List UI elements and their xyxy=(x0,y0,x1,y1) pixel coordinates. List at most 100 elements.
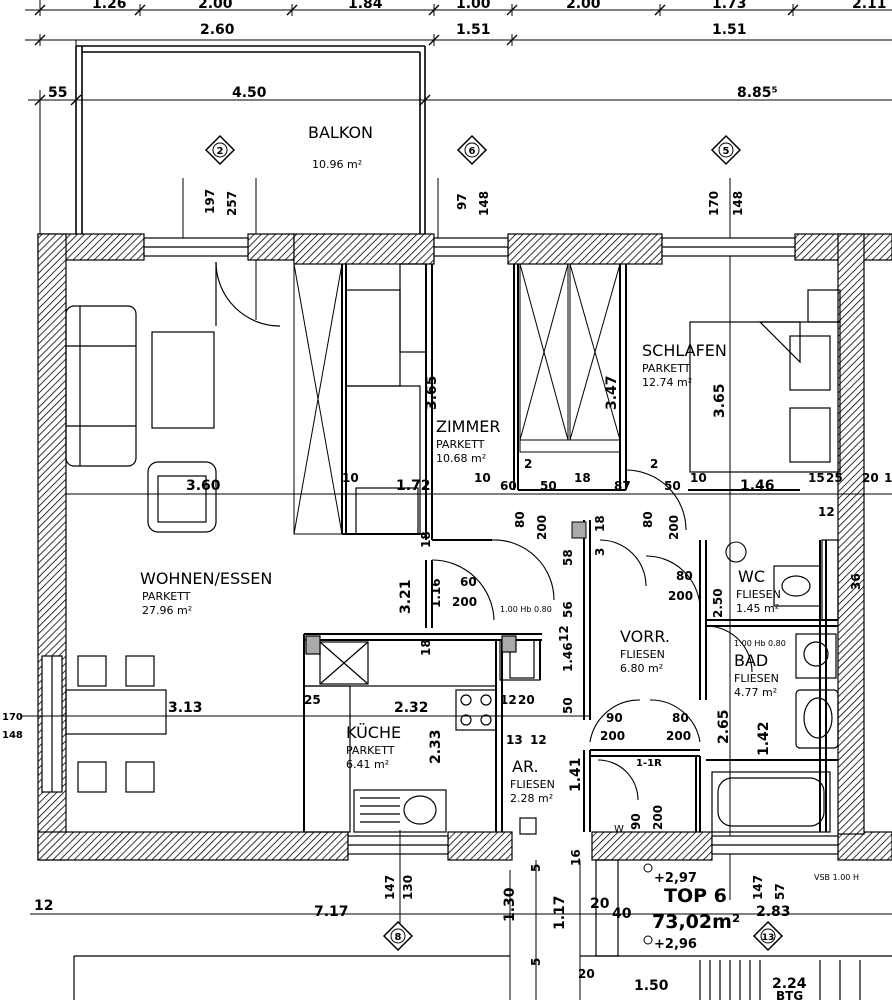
balkon-area: 10.96 m² xyxy=(312,158,362,171)
dim: 200 xyxy=(600,729,625,743)
dim: 18 xyxy=(574,471,591,485)
note: 1.00 Hb 0.80 xyxy=(734,639,786,648)
dim-top-6: 1.73 xyxy=(712,0,747,12)
dim: 80 xyxy=(641,511,655,528)
dim: 2.50 xyxy=(711,588,725,618)
room-floor: PARKETT xyxy=(142,590,191,603)
dim: 12 xyxy=(557,625,571,642)
dim-top2-3: 1.51 xyxy=(712,22,747,38)
sill-dim: 148 xyxy=(477,191,491,216)
level-upper: +2,97 xyxy=(654,871,697,886)
section-marker-4: 8 xyxy=(382,920,414,952)
dim: 18 xyxy=(593,515,607,532)
dim: 10 xyxy=(474,471,491,485)
room-area: 12.74 m² xyxy=(642,376,692,389)
dim: 12 xyxy=(34,898,53,914)
room-area: 27.96 m² xyxy=(142,604,192,617)
room-area: 4.77 m² xyxy=(734,686,777,699)
sill-dims: 197 257 97 148 170 148 xyxy=(203,189,745,216)
dim: 80 xyxy=(676,569,693,583)
dim: 13 xyxy=(506,733,523,747)
schlafen-furniture xyxy=(689,289,841,473)
dim: 200 xyxy=(535,515,549,540)
dim: 12 xyxy=(500,693,517,707)
room-area: 2.28 m² xyxy=(510,792,553,805)
dim: 1.17 xyxy=(552,895,568,930)
dim: 2.83 xyxy=(756,904,791,920)
sill-dim: 197 xyxy=(203,189,217,214)
dim: 3.13 xyxy=(168,700,203,716)
room-floor: PARKETT xyxy=(346,744,395,757)
lower-outline xyxy=(73,817,892,1000)
sill-dim: 97 xyxy=(455,193,469,210)
mid-dims: 3.60 10 1.72 10 60 50 2 18 87 2 50 10 1.… xyxy=(186,457,892,519)
small-notes: 1.00 Hb 0.80 1.00 Hb 0.80 1-1R W VSB 1.0… xyxy=(500,605,859,1000)
room-label-wc: WC FLIESEN 1.45 m² xyxy=(736,567,781,615)
dim: 2 xyxy=(650,457,658,471)
marker-label: 8 xyxy=(395,932,402,943)
room-label-schlafen: SCHLAFEN PARKETT 12.74 m² xyxy=(642,341,727,389)
room-name: VORR. xyxy=(620,627,670,646)
dim: 10 xyxy=(690,471,707,485)
dim: 20 xyxy=(578,967,595,981)
dim: 1.46 xyxy=(740,478,775,494)
room-name: ZIMMER xyxy=(436,417,501,436)
sill-dim: 170 xyxy=(707,191,721,216)
unit-area: 73,02m² xyxy=(652,911,740,933)
dim: 80 xyxy=(672,711,689,725)
dim: 60 xyxy=(500,479,517,493)
room-floor: PARKETT xyxy=(436,438,485,451)
section-marker-5: 13 xyxy=(752,920,784,952)
room-name: AR. xyxy=(512,757,539,776)
room-label-zimmer: ZIMMER PARKETT 10.68 m² xyxy=(436,417,501,465)
exterior-walls xyxy=(37,233,892,861)
dim: 2.24 xyxy=(772,976,807,992)
vertical-dims: 3.65 3.47 3.65 2.33 2.65 1.42 1.41 3.21 … xyxy=(398,375,863,792)
dim: 18 xyxy=(419,531,433,548)
dim: 90 xyxy=(606,711,623,725)
dim: 200 xyxy=(651,805,665,830)
note: 1-1R xyxy=(636,758,662,769)
balcony xyxy=(75,45,426,236)
dim: 2.65 xyxy=(716,709,732,744)
zimmer-furniture xyxy=(345,263,427,535)
room-label-ar: AR. FLIESEN 2.28 m² xyxy=(510,757,555,805)
dim: 2.33 xyxy=(428,729,444,764)
dim: 20 xyxy=(518,693,535,707)
dim: 80 xyxy=(513,511,527,528)
room-floor: FLIESEN xyxy=(736,588,781,601)
balkon-name: BALKON xyxy=(308,123,373,142)
unit-name: TOP 6 xyxy=(664,885,727,907)
wardrobes xyxy=(293,263,621,535)
dim: 147 xyxy=(383,875,397,900)
dim: 5 xyxy=(529,864,543,872)
dim: 36 xyxy=(849,573,863,590)
dim: 130 xyxy=(401,875,415,900)
dim: 3.60 xyxy=(186,478,221,494)
unit-label: TOP 6 73,02m² +2,97 +2,96 xyxy=(643,863,740,952)
dim: 3.47 xyxy=(604,375,620,410)
doors xyxy=(431,469,753,801)
dim: 2.32 xyxy=(394,700,429,716)
dim: 50 xyxy=(561,697,575,714)
dim: 7.17 xyxy=(314,904,349,920)
marker-label: 5 xyxy=(723,146,730,157)
dim: 3 xyxy=(593,548,607,556)
dim: 1 xyxy=(884,471,892,485)
room-area: 6.41 m² xyxy=(346,758,389,771)
dim-top2-1: 2.60 xyxy=(200,22,235,38)
dim-top-5: 2.00 xyxy=(566,0,601,12)
dim: 3.65 xyxy=(424,375,440,410)
dim: 200 xyxy=(667,515,681,540)
dim: 58 xyxy=(561,549,575,566)
dimension-lines xyxy=(20,493,892,1000)
section-marker-3: 5 xyxy=(710,134,742,166)
room-name: KÜCHE xyxy=(346,723,401,742)
dim: 1.30 xyxy=(502,887,518,922)
kitchen-furniture xyxy=(303,635,541,833)
dim: 10 xyxy=(342,471,359,485)
windows xyxy=(41,237,839,855)
note: 1.00 Hb 0.80 xyxy=(500,605,552,614)
room-name: BAD xyxy=(734,651,768,670)
